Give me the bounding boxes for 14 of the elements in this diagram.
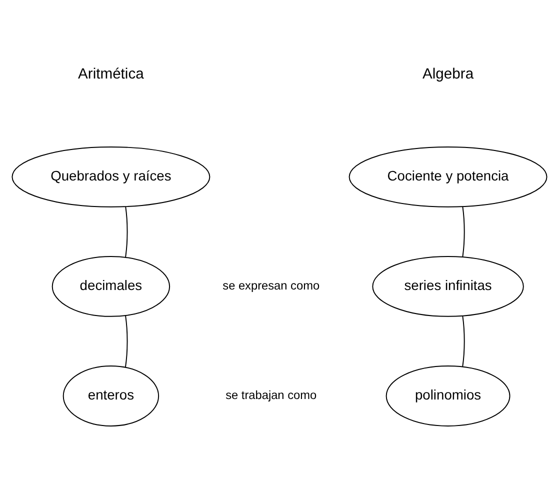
label: se expresan como — [222, 278, 320, 293]
node-ellipse: Cociente y potencia — [348, 146, 548, 208]
node-ellipse: Quebrados y raíces — [12, 146, 210, 208]
label: Aritmética — [78, 66, 144, 83]
connector — [462, 206, 465, 258]
node-ellipse: polinomios — [386, 366, 510, 426]
label: se trabajan como — [226, 388, 317, 402]
connector — [462, 316, 465, 368]
node-ellipse: decimales — [52, 256, 170, 317]
connector — [125, 206, 128, 258]
node-ellipse: enteros — [62, 366, 160, 426]
node-ellipse: series infinitas — [372, 256, 524, 317]
connector — [124, 315, 128, 368]
label: Algebra — [422, 66, 474, 83]
